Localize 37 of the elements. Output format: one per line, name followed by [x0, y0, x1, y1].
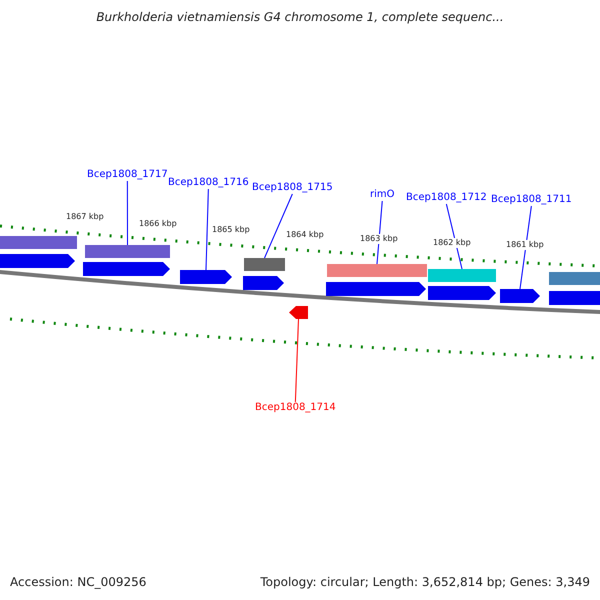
leader-line [126, 180, 128, 246]
gene-feature [428, 286, 496, 300]
gene-category-bar [85, 245, 170, 258]
gene-label: Bcep1808_1714 [255, 402, 336, 414]
gene-feature [326, 282, 426, 296]
gene-feature [180, 270, 232, 284]
scale-label: 1863 kbp [360, 234, 398, 244]
scale-label: 1866 kbp [139, 219, 177, 229]
gene-feature [0, 254, 75, 268]
gene-feature [549, 291, 600, 305]
scale-label: 1862 kbp [433, 238, 471, 248]
gene-feature [500, 289, 540, 303]
gene-label: Bcep1808_1717 [87, 169, 168, 181]
gene-category-bar [327, 264, 427, 277]
footer-text: Topology: circular; Length: 3,652,814 bp; Genes: 3,349 [260, 575, 590, 589]
gene-feature [243, 276, 284, 290]
gene-category-bar [549, 272, 600, 285]
gene-feature [83, 262, 170, 276]
gene-feature [289, 306, 308, 319]
scale-label: 1865 kbp [212, 225, 250, 235]
leader-line [520, 206, 532, 290]
scale-label: 1864 kbp [286, 230, 324, 240]
gene-label: Bcep1808_1715 [252, 182, 333, 194]
gene-label: Bcep1808_1716 [168, 177, 249, 189]
scale-label: 1861 kbp [506, 240, 544, 250]
gene-category-bar [428, 269, 496, 282]
leader-line [264, 194, 293, 258]
footer-text: Accession: NC_009256 [10, 575, 146, 589]
gene-category-bar [244, 258, 285, 271]
gene-label: Bcep1808_1712 [406, 192, 487, 204]
leader-line [294, 318, 299, 402]
leader-line [206, 188, 209, 270]
scale-label: 1867 kbp [66, 212, 104, 222]
gene-label: rimO [370, 189, 395, 201]
title: Burkholderia vietnamiensis G4 chromosome 1, complete sequenc... [95, 10, 505, 24]
gene-category-bar [0, 236, 77, 249]
gene-label: Bcep1808_1711 [491, 194, 572, 206]
